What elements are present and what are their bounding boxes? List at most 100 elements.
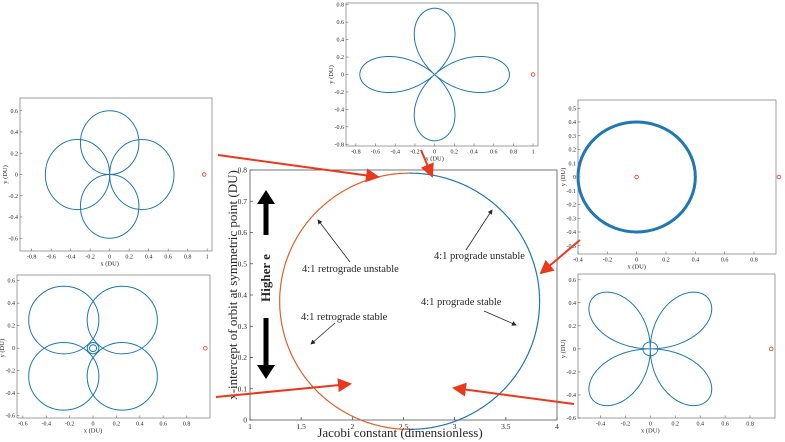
panel-y-tick-label: 0.3 <box>569 134 577 140</box>
connector-arrow-right-bottom <box>452 382 575 405</box>
panel-y-tick-label: -0.8 <box>335 142 345 148</box>
panel-x-tick-label: 0.2 <box>672 422 680 428</box>
panel-x-tick-label: -0.4 <box>390 150 400 156</box>
panel-y-tick-label: -0.2 <box>567 370 577 376</box>
panel-x-tick-label: 0 <box>433 150 436 156</box>
main-y-tick-label: 0.4 <box>238 291 248 300</box>
orbit-panel-right-top: -0.4-0.200.20.40.60.8-0.5-0.4-0.3-0.2-0.… <box>560 99 782 271</box>
primary-body-marker <box>530 72 536 77</box>
panel-x-tick-label: 0.6 <box>490 150 498 156</box>
panel-x-tick-label: 0.8 <box>184 255 192 261</box>
panel-x-tick-label: -0.8 <box>27 255 37 261</box>
main-y-axis-label: x-intercept of orbit at symmetric point … <box>225 170 240 400</box>
panel-x-axis-label: x (DU) <box>627 264 646 271</box>
panel-y-tick-label: 0.6 <box>11 109 19 115</box>
orbit-ring <box>576 120 697 234</box>
panel-x-axis-label: x (DU) <box>425 156 444 163</box>
panel-frame <box>19 97 213 252</box>
main-chart-curves <box>279 172 541 430</box>
panel-x-tick-label: 0.6 <box>721 422 729 428</box>
arrow-retrograde-stable <box>310 322 336 345</box>
panel-x-tick-label: 0.2 <box>662 258 670 264</box>
orbit-loop <box>89 344 98 353</box>
higher-e-indicator: Higher e <box>257 190 275 379</box>
panel-y-tick-label: -0.6 <box>6 414 16 420</box>
panel-y-tick-label: 0.1 <box>569 161 577 167</box>
panel-y-axis-label: y (DU) <box>560 168 567 187</box>
connector-arrow-right-top <box>539 239 581 275</box>
panel-x-tick-label: -0.4 <box>66 255 76 261</box>
panel-x-tick-label: 0.4 <box>136 422 144 428</box>
orbit-inner-loop <box>642 341 659 357</box>
panel-y-tick-label: 0.4 <box>569 120 577 126</box>
orbit-loop <box>86 342 100 355</box>
panel-x-tick-label: -0.6 <box>46 255 56 261</box>
panel-y-tick-label: -0.4 <box>9 215 19 221</box>
arrow-retrograde-unstable <box>317 219 351 263</box>
main-x-tick-label: 3 <box>453 422 457 431</box>
main-y-tick-label: 0.3 <box>238 322 248 331</box>
panel-x-tick-label: 0 <box>635 258 638 264</box>
panel-x-tick-label: -0.8 <box>351 150 361 156</box>
panel-x-tick-label: -0.2 <box>85 255 95 261</box>
panel-x-tick-label: 0.4 <box>692 258 700 264</box>
connector-arrows <box>215 149 581 405</box>
annotation-prograde-stable: 4:1 prograde stable <box>421 297 502 308</box>
panel-y-tick-label: -0.3 <box>567 216 577 222</box>
panel-x-tick-label: 0 <box>108 255 111 261</box>
panel-y-tick-label: -0.4 <box>567 230 577 236</box>
panel-x-tick-label: 0.8 <box>746 422 754 428</box>
panel-y-tick-label: 0.6 <box>569 278 577 284</box>
primary-body-marker <box>776 174 782 180</box>
panel-y-axis-label: y (DU) <box>328 65 335 84</box>
arrow-prograde-unstable <box>465 209 493 251</box>
panel-y-tick-label: 0.2 <box>569 148 577 154</box>
main-annotations: 4:1 retrograde unstable 4:1 prograde uns… <box>301 209 525 345</box>
higher-e-label: Higher e <box>258 254 273 302</box>
panel-x-tick-label: 0 <box>649 422 652 428</box>
main-curve-retrograde <box>279 172 410 430</box>
panel-y-tick-label: 0.4 <box>337 38 345 44</box>
main-x-tick-label: 1 <box>248 422 252 431</box>
main-y-tick-label: 0 <box>243 416 247 425</box>
main-x-tick-label: 3.5 <box>501 422 511 431</box>
panel-y-tick-label: 0.6 <box>8 279 16 285</box>
main-x-axis-label: Jacobi constant (dimensionless) <box>317 425 482 440</box>
panel-frame <box>577 99 777 255</box>
connector-arrow-left-bottom <box>215 378 352 398</box>
panel-frame <box>16 274 211 419</box>
panel-y-tick-label: -0.2 <box>6 369 16 375</box>
panel-y-tick-label: -0.2 <box>335 90 345 96</box>
orbit-loop <box>28 342 100 411</box>
panel-x-tick-label: 0.4 <box>145 255 153 261</box>
panel-x-tick-label: -0.2 <box>603 258 613 264</box>
panel-y-tick-label: 0.4 <box>569 301 577 307</box>
main-y-tick-label: 0.5 <box>238 259 248 268</box>
panel-x-tick-label: -0.6 <box>371 150 381 156</box>
panel-y-tick-label: -0.2 <box>567 203 577 209</box>
panel-y-tick-label: 0.2 <box>8 324 16 330</box>
main-chart-frame <box>249 169 558 421</box>
panel-x-tick-label: 0.4 <box>470 150 478 156</box>
main-x-tick-label: 1.5 <box>296 422 306 431</box>
panel-x-tick-label: 0.8 <box>750 258 758 264</box>
panel-x-tick-label: 1 <box>532 150 535 156</box>
panel-x-tick-label: -0.2 <box>621 422 631 428</box>
panel-x-tick-label: 0.8 <box>183 422 191 428</box>
panel-y-tick-label: -0.6 <box>335 125 345 131</box>
panel-x-tick-label: 0.6 <box>164 255 172 261</box>
main-x-tick-label: 2 <box>350 422 354 431</box>
annotation-prograde-unstable: 4:1 prograde unstable <box>434 251 525 262</box>
panel-x-tick-label: -0.2 <box>410 150 420 156</box>
primary-body-marker <box>203 345 208 351</box>
panel-x-tick-label: -0.4 <box>573 258 583 264</box>
panel-x-tick-label: 1 <box>206 255 209 261</box>
panel-y-tick-label: -0.6 <box>9 236 19 242</box>
panel-y-tick-label: 0.4 <box>8 301 16 307</box>
panel-frame <box>345 2 539 147</box>
panel-y-tick-label: -0.2 <box>9 194 19 200</box>
